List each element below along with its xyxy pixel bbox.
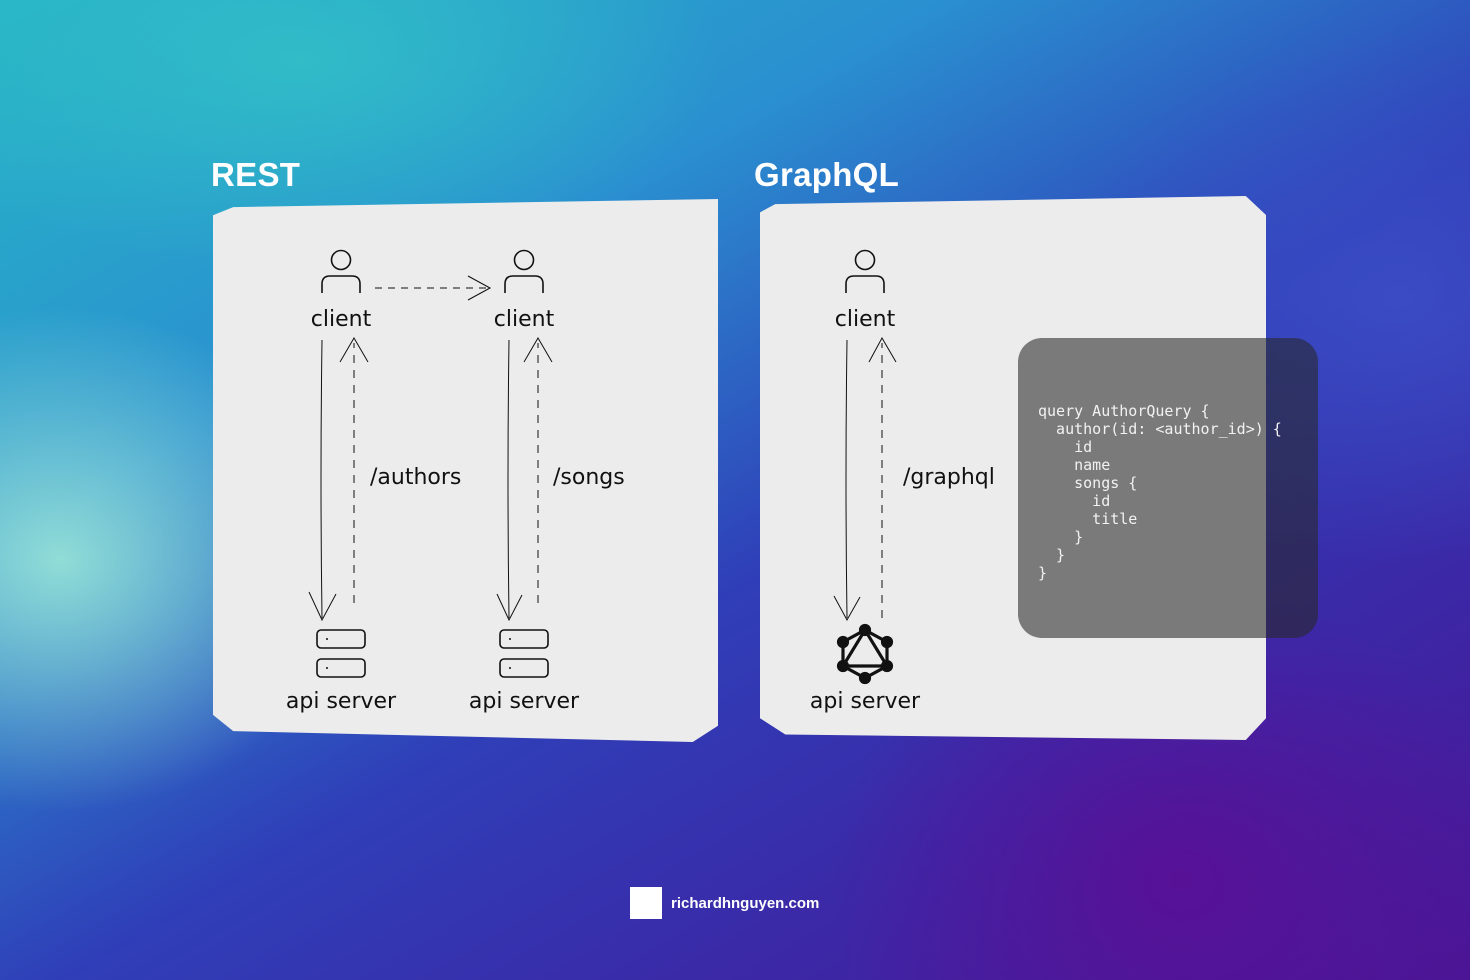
rest-authors-endpoint-label: /authors <box>370 465 461 490</box>
rest-server-right-icon <box>499 629 549 678</box>
rest-songs-request-arrow <box>507 339 510 619</box>
rest-diagram-panel <box>213 199 718 742</box>
rest-server-left-label: api server <box>286 689 397 714</box>
rest-heading: REST <box>211 156 301 193</box>
rest-authors-response-arrowhead <box>339 337 369 363</box>
rest-server-left-icon <box>316 629 366 678</box>
graphql-query-code: query AuthorQuery { author(id: <author_i… <box>1038 402 1282 582</box>
rest-client-right-label: client <box>494 307 555 332</box>
graphql-client-label: client <box>835 307 896 332</box>
graphql-logo-icon <box>836 623 894 685</box>
graphql-client-icon <box>845 249 885 293</box>
footer-brand: richardhnguyen.com <box>630 887 819 919</box>
rest-songs-endpoint-label: /songs <box>553 465 625 490</box>
site-url[interactable]: richardhnguyen.com <box>671 894 820 912</box>
rest-authors-request-arrowhead <box>308 591 337 622</box>
client-to-client-arrowhead <box>467 275 492 301</box>
graphql-endpoint-label: /graphql <box>903 465 995 490</box>
rest-server-right-label: api server <box>469 689 580 714</box>
rest-client-right-icon <box>504 249 544 293</box>
graphql-response-arrowhead <box>868 336 897 363</box>
graphql-request-arrow <box>845 339 848 619</box>
graphql-query-code-box: query AuthorQuery { author(id: <author_i… <box>1018 338 1318 638</box>
graphql-heading: GraphQL <box>754 156 900 193</box>
rest-client-left-label: client <box>311 307 372 332</box>
rest-songs-request-arrowhead <box>496 593 523 622</box>
rest-authors-request-arrow <box>320 339 323 619</box>
graphql-request-arrowhead <box>833 595 861 622</box>
rest-client-left-icon <box>321 249 361 293</box>
site-logo-icon <box>630 887 662 919</box>
rest-songs-response-arrowhead <box>523 337 553 363</box>
graphql-server-label: api server <box>810 689 921 714</box>
